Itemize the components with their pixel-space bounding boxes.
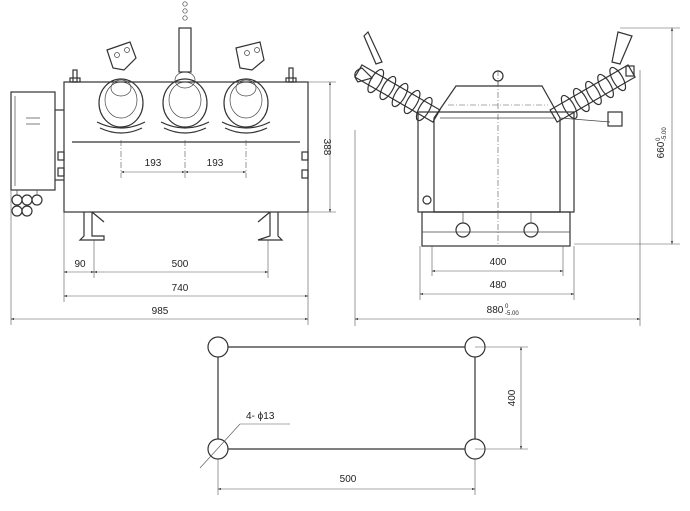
mounting-feet — [78, 211, 284, 241]
dim-base-inner-label: 400 — [490, 257, 507, 268]
mounting-plan: 400 500 4- ϕ13 — [199, 336, 528, 495]
side-lower-box — [417, 111, 575, 213]
dim-mount-span-label: 500 — [172, 259, 189, 270]
dim-pitch-left-label: 193 — [145, 158, 162, 169]
mount-hole — [207, 336, 229, 358]
bushing-right — [221, 41, 271, 134]
dim-overall-width-label: 985 — [152, 306, 169, 317]
dim-pitch: 193 193 — [120, 158, 247, 174]
dim-offset-label: 90 — [74, 259, 86, 270]
dim-body-width-label: 740 — [172, 283, 189, 294]
dim-pitch-right-label: 193 — [207, 158, 224, 169]
side-view: 660 0 -5.00 400 480 880 0 -5.00 — [354, 27, 680, 326]
dim-side-overall-tol-lower: -5.00 — [505, 311, 519, 317]
bushing-left — [96, 41, 146, 134]
side-insulator-right — [549, 64, 636, 123]
front-view: 193 193 388 90 500 740 985 — [10, 1, 336, 325]
hole-callout-label: 4- ϕ13 — [246, 411, 275, 422]
dim-side-height: 660 0 -5.00 — [574, 27, 680, 245]
dim-side-height-label: 660 — [656, 141, 667, 158]
dim-mount-width-label: 500 — [340, 474, 357, 485]
bushing-middle — [160, 1, 210, 134]
dim-side-overall-tol-upper: 0 — [505, 304, 509, 310]
side-base — [421, 211, 571, 247]
dim-side-height-tol-upper: 0 — [656, 137, 662, 141]
dim-base-outer-label: 480 — [490, 280, 507, 291]
control-box — [10, 91, 64, 217]
main-tank — [57, 67, 309, 213]
dim-mount-height-label: 400 — [507, 389, 518, 406]
dim-side-height-tol-lower: -5.00 — [662, 127, 668, 141]
dim-front-height: 388 — [308, 81, 336, 213]
dim-front-widths: 90 500 740 985 — [10, 190, 309, 325]
dim-side-overall-label: 880 — [487, 305, 504, 316]
dim-front-height-label: 388 — [321, 139, 332, 156]
side-insulator-left — [354, 64, 441, 123]
dim-side-widths: 400 480 880 0 -5.00 — [354, 70, 641, 326]
front-centerlines — [120, 140, 247, 178]
